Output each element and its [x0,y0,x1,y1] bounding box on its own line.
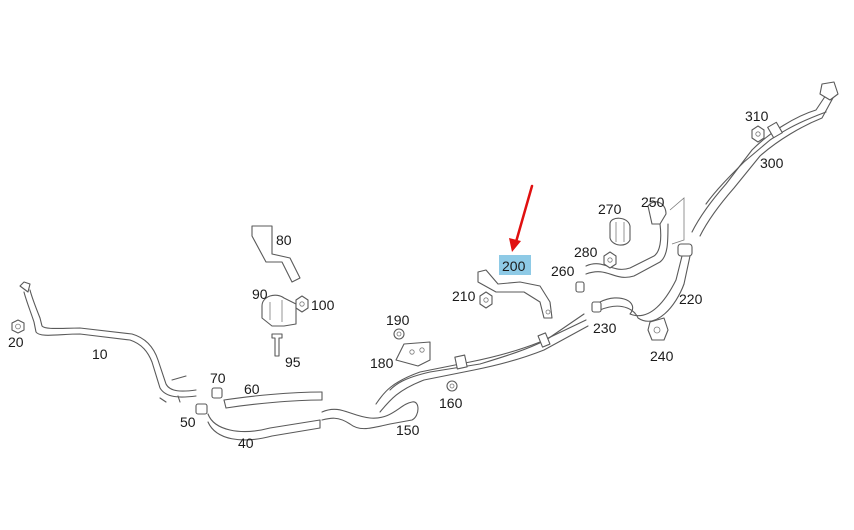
label-180[interactable]: 180 [370,355,394,371]
connector-240[interactable] [647,317,669,341]
label-270[interactable]: 270 [598,201,622,217]
clamp-50[interactable] [195,403,208,415]
clip-270[interactable] [609,217,631,246]
label-10[interactable]: 10 [92,346,108,362]
label-90[interactable]: 90 [252,286,268,302]
label-20[interactable]: 20 [8,334,24,350]
label-250[interactable]: 250 [641,194,665,210]
pipe-300[interactable] [691,81,839,237]
pointer-arrow [509,184,534,252]
hose-60[interactable] [223,391,323,409]
label-220[interactable]: 220 [679,291,703,307]
nut-100[interactable] [295,295,309,313]
pipe-10[interactable] [19,281,197,403]
label-100[interactable]: 100 [311,297,335,313]
clip-90[interactable] [261,294,297,327]
label-150[interactable]: 150 [396,422,420,438]
label-300[interactable]: 300 [760,155,784,171]
label-210[interactable]: 210 [452,288,476,304]
nut-210[interactable] [479,291,493,309]
label-260[interactable]: 260 [551,263,575,279]
clamp-70[interactable] [211,387,223,399]
nut-160[interactable] [446,380,458,392]
highlight-box-200 [499,255,531,275]
label-70[interactable]: 70 [210,370,226,386]
label-190[interactable]: 190 [386,312,410,328]
hose-40[interactable] [207,413,321,441]
label-200[interactable]: 200 [502,258,526,274]
label-160[interactable]: 160 [439,395,463,411]
label-60[interactable]: 60 [244,381,260,397]
label-240[interactable]: 240 [650,348,674,364]
bracket-180[interactable] [395,341,431,367]
bracket-200[interactable] [477,269,553,319]
label-280[interactable]: 280 [574,244,598,260]
nut-280[interactable] [603,251,617,269]
pipe-150[interactable] [321,313,589,430]
clamp-230[interactable] [591,301,602,313]
label-95[interactable]: 95 [285,354,301,370]
hose-250[interactable] [585,197,685,278]
bracket-80[interactable] [251,225,301,283]
label-310[interactable]: 310 [745,108,769,124]
nut-20[interactable] [11,319,25,334]
label-50[interactable]: 50 [180,414,196,430]
nut-310[interactable] [751,125,765,143]
hose-220[interactable] [599,243,693,322]
nut-190[interactable] [393,328,405,340]
clamp-260[interactable] [575,281,585,293]
label-230[interactable]: 230 [593,320,617,336]
label-40[interactable]: 40 [238,435,254,451]
bolt-95[interactable] [271,333,283,357]
label-80[interactable]: 80 [276,232,292,248]
